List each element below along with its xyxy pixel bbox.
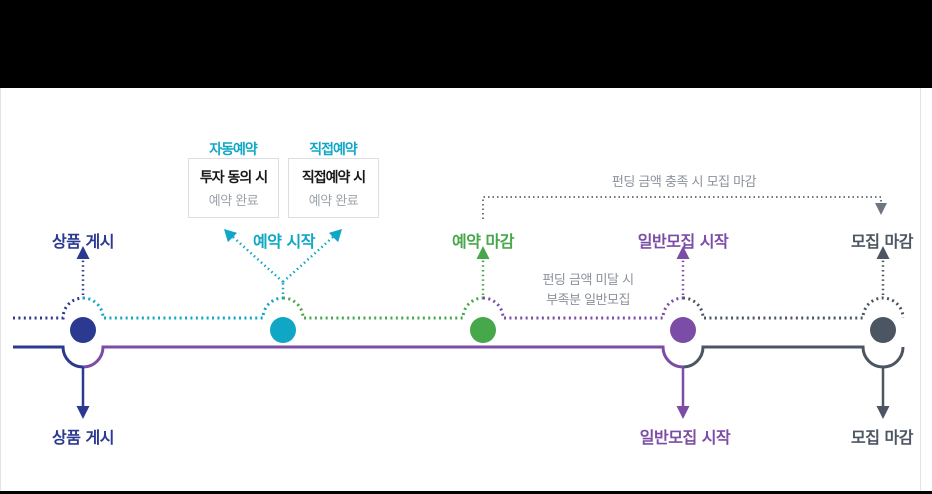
dotted-line-teal-segment [82, 296, 284, 320]
solid-line-navy-segment [13, 345, 84, 369]
auto-reservation-header: 자동예약 [209, 142, 258, 158]
top-black-bar [0, 0, 932, 88]
funding-met-bracket [482, 196, 882, 219]
branch-arrowhead-left [224, 229, 238, 243]
top-label-general-recruit-start: 일반모집 시작 [637, 232, 729, 251]
branch-arrow-left-stem [232, 236, 284, 283]
top-label-product-post: 상품 게시 [52, 232, 114, 251]
branch-arrow-right-stem [282, 236, 334, 283]
auto-reservation-title: 투자 동의 시 [199, 170, 268, 186]
up-arrowhead-product-post [76, 246, 90, 259]
bottom-label-general-recruit-start: 일반모집 시작 [639, 428, 731, 447]
auto-reservation-box: 투자 동의 시 예약 완료 [188, 158, 279, 218]
up-arrowhead-recruit-close [876, 246, 890, 259]
down-arrowhead-recruit-close [876, 406, 890, 419]
funding-shortfall-annotation: 펀딩 금액 미달 시 부족분 일반모집 [488, 271, 688, 311]
top-label-recruit-close: 모집 마감 [851, 232, 913, 251]
funding-met-annotation: 펀딩 금액 충족 시 모집 마감 [611, 175, 757, 190]
top-label-reservation-start: 예약 시작 [253, 232, 315, 251]
node-recruit-close [870, 317, 896, 343]
funding-met-bracket-arrowhead [875, 203, 887, 215]
funding-shortfall-line1: 펀딩 금액 미달 시 [542, 273, 634, 288]
direct-reservation-header: 직접예약 [309, 142, 358, 158]
direct-reservation-box: 직접예약 시 예약 완료 [288, 158, 379, 218]
funding-shortfall-line2: 부족분 일반모집 [546, 293, 630, 308]
dotted-line-green-segment [282, 296, 484, 320]
node-general-recruit-start [670, 317, 696, 343]
bottom-label-recruit-close: 모집 마감 [851, 428, 913, 447]
dotted-line-slate-segment [682, 296, 905, 320]
solid-line-slate-segment [682, 345, 905, 369]
node-product-post [70, 317, 96, 343]
direct-reservation-title: 직접예약 시 [301, 170, 366, 186]
down-arrowhead-general-recruit-start [676, 406, 690, 419]
up-arrowhead-general-recruit-start [676, 246, 690, 259]
node-reservation-start [270, 317, 296, 343]
node-reservation-close [470, 317, 496, 343]
auto-reservation-subtitle: 예약 완료 [208, 194, 259, 209]
dotted-line-navy-segment [13, 296, 84, 320]
direct-reservation-subtitle: 예약 완료 [308, 194, 359, 209]
bottom-label-product-post: 상품 게시 [52, 428, 114, 447]
branch-arrowhead-right [328, 229, 342, 243]
dotted-line-purple-segment [482, 296, 684, 320]
bottom-black-bar [0, 491, 932, 494]
down-arrowhead-product-post [76, 406, 90, 419]
top-label-reservation-close: 예약 마감 [452, 232, 514, 251]
content-right-border [920, 88, 921, 491]
up-arrowhead-reservation-close [476, 246, 490, 259]
content-left-border [0, 88, 1, 491]
solid-line-purple-segment [82, 345, 684, 369]
